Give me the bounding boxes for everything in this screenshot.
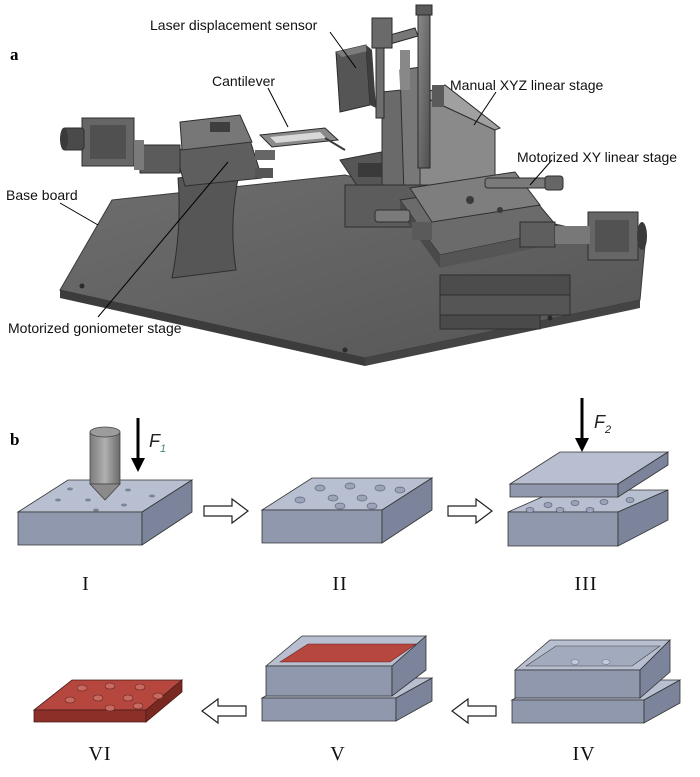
step-label-6: VI <box>88 743 111 765</box>
label-cantilever: Cantilever <box>212 73 275 89</box>
force-label-2: F2 <box>594 412 611 436</box>
force-arrow-1 <box>131 418 145 472</box>
step-1-block <box>16 479 194 546</box>
label-base-board: Base board <box>6 187 78 203</box>
step-4-block <box>510 639 682 724</box>
step-5-block <box>260 635 434 722</box>
label-motorized-xy-stage: Motorized XY linear stage <box>517 149 677 165</box>
force-arrow-2 <box>575 398 589 452</box>
arrow-4-to-5 <box>451 697 497 725</box>
step-label-1: I <box>82 573 90 595</box>
step-2-block <box>260 477 434 544</box>
panel-label-a: a <box>10 45 19 64</box>
step-6-block <box>32 679 184 723</box>
label-manual-xyz-stage: Manual XYZ linear stage <box>450 77 604 93</box>
label-goniometer-stage: Motorized goniometer stage <box>8 320 182 336</box>
label-laser-sensor: Laser displacement sensor <box>150 17 318 33</box>
step-label-3: III <box>575 573 598 595</box>
apparatus-drawing <box>59 4 647 366</box>
indenter <box>89 426 121 501</box>
step-label-4: IV <box>572 743 595 765</box>
arrow-2-to-3 <box>447 497 493 525</box>
callout-lines <box>59 31 553 318</box>
force-label-1: F1 <box>149 431 166 455</box>
arrow-5-to-6 <box>201 697 247 725</box>
step-label-2: II <box>332 573 347 595</box>
panel-label-b: b <box>10 430 19 449</box>
step-label-5: V <box>330 743 345 765</box>
arrow-1-to-2 <box>203 497 249 525</box>
process-arrows <box>201 497 497 725</box>
step-3-block <box>507 451 670 547</box>
